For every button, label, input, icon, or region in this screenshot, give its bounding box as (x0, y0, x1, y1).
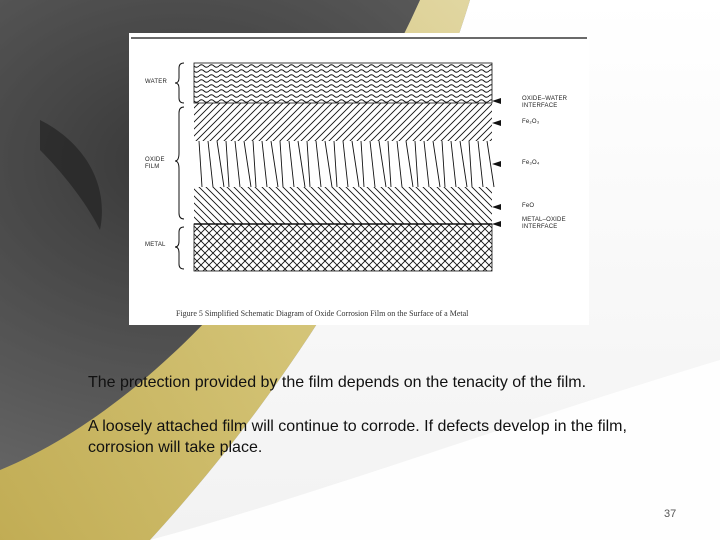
slide-number: 37 (664, 508, 677, 520)
fe2o3-layer (194, 103, 492, 141)
diagram-graphic (131, 37, 587, 272)
grain-boundary (324, 140, 333, 188)
label-feo: FeO (522, 203, 535, 209)
body-paragraph-1: The protection provided by the film depe… (88, 374, 587, 391)
grain-boundary (414, 140, 419, 188)
grain-boundary (423, 140, 430, 188)
body-paragraph-2: A loosely attached film will continue to… (88, 418, 627, 456)
grain-boundary (468, 140, 473, 188)
label-fe2o3: Fe₂O₃ (522, 119, 540, 125)
grain-boundary (270, 140, 279, 188)
grain-boundary (207, 140, 214, 188)
label-fe3o4: Fe₃O₄ (522, 160, 540, 166)
grain-boundary (369, 140, 376, 188)
grain-boundary (450, 140, 457, 188)
fe3o4-layer (194, 141, 492, 187)
grain-boundary (486, 140, 495, 188)
feo-layer (194, 187, 492, 224)
water-layer (193, 62, 493, 104)
grain-boundary (378, 140, 387, 188)
label-oxide-water-interface: OXIDE–WATER INTERFACE (522, 96, 568, 109)
grain-boundary (342, 140, 349, 188)
label-metal: METAL (145, 242, 166, 248)
grain-boundary (216, 140, 225, 188)
grain-boundary (243, 140, 252, 188)
oxide-film-diagram: WATER OXIDE FILM METAL OXIDE–WATER INTER… (129, 33, 589, 325)
grain-boundary (198, 140, 203, 188)
grain-boundary (405, 140, 414, 188)
figure-caption: Figure 5 Simplified Schematic Diagram of… (176, 309, 469, 318)
grain-boundary (351, 140, 360, 188)
label-metal-oxide-interface: METAL–OXIDE INTERFACE (522, 217, 566, 230)
grain-boundary (234, 140, 241, 188)
grain-boundary (459, 140, 468, 188)
grain-boundary (252, 140, 257, 188)
left-braces (174, 62, 185, 270)
metal-layer (193, 223, 493, 272)
grain-boundary (396, 140, 403, 188)
grain-boundary (432, 140, 441, 188)
grain-boundary (441, 140, 446, 188)
grain-boundary (279, 140, 284, 188)
fe3o4-columns (198, 140, 495, 188)
grain-boundary (261, 140, 268, 188)
grain-boundary (288, 140, 295, 188)
grain-boundary (225, 140, 230, 188)
interface-arrows (492, 98, 501, 227)
grain-boundary (297, 140, 306, 188)
grain-boundary (477, 140, 484, 188)
grain-boundary (333, 140, 338, 188)
grain-boundary (360, 140, 365, 188)
label-oxide-film: OXIDE FILM (145, 157, 165, 170)
grain-boundary (387, 140, 392, 188)
grain-boundary (306, 140, 311, 188)
grain-boundary (315, 140, 322, 188)
label-water: WATER (145, 79, 167, 85)
